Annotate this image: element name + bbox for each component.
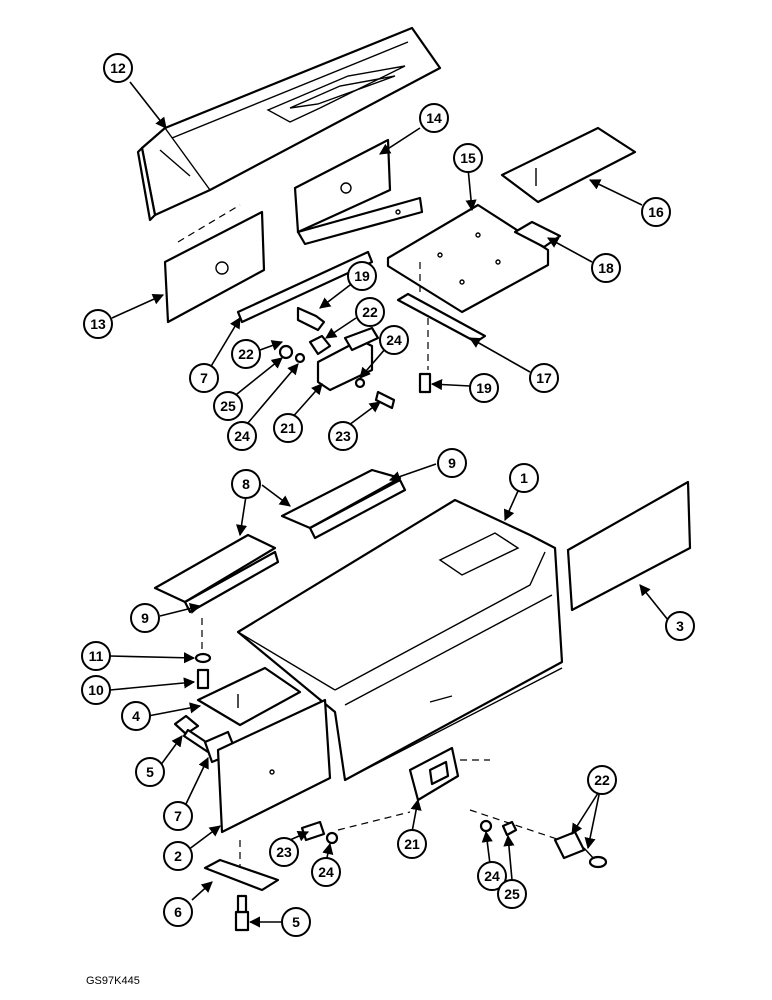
svg-text:22: 22	[238, 346, 254, 362]
callout: 21	[397, 829, 427, 859]
strap-part-17	[396, 292, 487, 370]
callout: 9	[437, 448, 467, 478]
callout: 22	[587, 765, 617, 795]
svg-text:24: 24	[484, 868, 500, 884]
plate-part-4	[196, 666, 302, 727]
plate-part-15	[386, 203, 550, 314]
callout: 18	[591, 253, 621, 283]
callout: 2	[163, 841, 193, 871]
upper-hardware	[278, 306, 432, 410]
svg-text:7: 7	[200, 370, 208, 386]
callout: 6	[163, 897, 193, 927]
callout: 3	[665, 611, 695, 641]
callout: 14	[419, 103, 449, 133]
bar-part-7-upper	[236, 250, 374, 324]
callout: 19	[347, 261, 377, 291]
svg-text:10: 10	[88, 682, 104, 698]
callout: 13	[83, 309, 113, 339]
callout: 17	[529, 363, 559, 393]
callout: 21	[273, 413, 303, 443]
main-body-part	[236, 498, 564, 782]
strap-part-6	[203, 858, 280, 892]
svg-text:25: 25	[504, 886, 520, 902]
svg-text:15: 15	[460, 150, 476, 166]
svg-text:2: 2	[174, 848, 182, 864]
panel-part-3	[566, 480, 692, 612]
svg-text:18: 18	[598, 260, 614, 276]
svg-text:3: 3	[676, 618, 684, 634]
callout: 10	[81, 675, 111, 705]
top-cover-part	[136, 26, 442, 222]
panel-part-13	[163, 204, 266, 324]
svg-text:8: 8	[242, 476, 250, 492]
drawing-reference: GS97K445	[86, 975, 140, 987]
callout: 1	[509, 463, 539, 493]
svg-text:5: 5	[146, 764, 154, 780]
callout: 9	[130, 603, 160, 633]
callout: 8	[231, 469, 261, 499]
svg-text:21: 21	[404, 836, 420, 852]
callout: 24	[477, 861, 507, 891]
svg-text:7: 7	[174, 808, 182, 824]
callout: 24	[227, 421, 257, 451]
svg-text:6: 6	[174, 904, 182, 920]
plate-part-8-9-upper	[280, 468, 407, 540]
svg-text:13: 13	[90, 316, 106, 332]
svg-text:25: 25	[220, 398, 236, 414]
svg-text:19: 19	[354, 268, 370, 284]
fastener-part-10-11	[194, 652, 212, 690]
callout: 22	[231, 339, 261, 369]
callout: 7	[189, 363, 219, 393]
callout: 25	[213, 391, 243, 421]
callout: 4	[121, 701, 151, 731]
callout: 19	[469, 373, 499, 403]
svg-text:24: 24	[318, 864, 334, 880]
svg-text:12: 12	[110, 60, 126, 76]
svg-text:16: 16	[648, 204, 664, 220]
svg-text:17: 17	[536, 370, 552, 386]
callout: 25	[497, 879, 527, 909]
svg-text:19: 19	[476, 380, 492, 396]
callout: 24	[379, 325, 409, 355]
callout: 5	[281, 907, 311, 937]
svg-text:11: 11	[89, 648, 104, 664]
svg-text:21: 21	[280, 420, 296, 436]
svg-text:9: 9	[448, 455, 456, 471]
callout: 23	[328, 421, 358, 451]
callout: 12	[103, 53, 133, 83]
callout: 15	[453, 143, 483, 173]
callout: 7	[163, 801, 193, 831]
callout: 22	[355, 297, 385, 327]
bolt-part-5-lower	[234, 894, 250, 932]
svg-text:14: 14	[426, 110, 442, 126]
panel-part-14	[293, 138, 424, 246]
svg-text:24: 24	[234, 428, 250, 444]
panel-part-2	[216, 698, 332, 870]
callout: 11	[81, 641, 111, 671]
svg-text:22: 22	[362, 304, 378, 320]
plate-part-16	[500, 126, 637, 204]
svg-text:9: 9	[141, 610, 149, 626]
svg-text:23: 23	[276, 844, 292, 860]
callout: 23	[269, 837, 299, 867]
svg-text:5: 5	[292, 914, 300, 930]
svg-text:22: 22	[594, 772, 610, 788]
svg-text:24: 24	[386, 332, 402, 348]
callout: 24	[311, 857, 341, 887]
svg-text:1: 1	[520, 470, 528, 486]
callout: 5	[135, 757, 165, 787]
svg-text:4: 4	[132, 708, 140, 724]
callout: 16	[641, 197, 671, 227]
svg-text:23: 23	[335, 428, 351, 444]
